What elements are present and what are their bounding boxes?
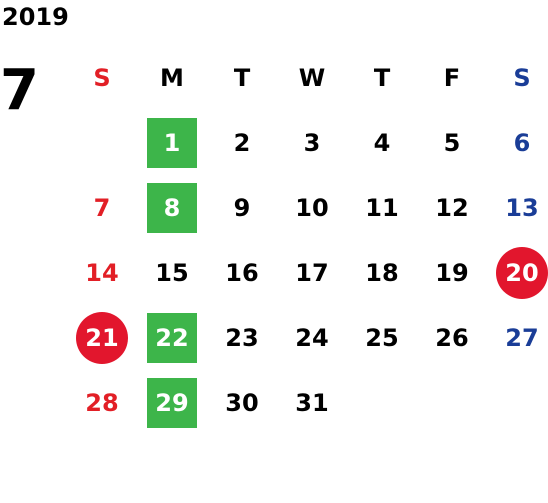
day-number: 30 bbox=[225, 388, 259, 417]
day-cell[interactable]: 13 bbox=[487, 175, 548, 240]
day-cell bbox=[347, 370, 417, 435]
weekday-header: M bbox=[160, 63, 184, 92]
day-cell[interactable]: 29 bbox=[137, 370, 207, 435]
day-number: 14 bbox=[85, 258, 119, 287]
day-cell[interactable]: 28 bbox=[67, 370, 137, 435]
day-number: 3 bbox=[303, 128, 321, 157]
day-cell[interactable]: 18 bbox=[347, 240, 417, 305]
day-number: 19 bbox=[435, 258, 469, 287]
highlighted-day: 29 bbox=[147, 377, 197, 428]
day-cell[interactable]: 31 bbox=[277, 370, 347, 435]
day-cell[interactable]: 1 bbox=[137, 110, 207, 175]
highlighted-day: 1 bbox=[147, 117, 197, 168]
day-cell[interactable]: 9 bbox=[207, 175, 277, 240]
day-number: 26 bbox=[435, 323, 469, 352]
calendar-year: 2019 bbox=[2, 3, 69, 31]
day-number: 9 bbox=[233, 193, 251, 222]
day-number: 28 bbox=[85, 388, 119, 417]
day-cell[interactable]: 7 bbox=[67, 175, 137, 240]
day-cell[interactable]: 12 bbox=[417, 175, 487, 240]
day-number: 25 bbox=[365, 323, 399, 352]
day-number: 31 bbox=[295, 388, 329, 417]
day-number: 12 bbox=[435, 193, 469, 222]
day-cell[interactable]: 3 bbox=[277, 110, 347, 175]
day-number: 18 bbox=[365, 258, 399, 287]
day-cell[interactable]: 20 bbox=[487, 240, 548, 305]
day-number: 2 bbox=[233, 128, 251, 157]
day-cell[interactable]: 19 bbox=[417, 240, 487, 305]
day-number bbox=[357, 378, 407, 428]
highlighted-day: 8 bbox=[147, 182, 197, 233]
day-number: 16 bbox=[225, 258, 259, 287]
day-cell[interactable]: 30 bbox=[207, 370, 277, 435]
day-cell bbox=[67, 110, 137, 175]
day-number: 5 bbox=[443, 128, 461, 157]
day-cell[interactable]: 21 bbox=[67, 305, 137, 370]
day-number: 7 bbox=[93, 193, 111, 222]
day-number: 11 bbox=[365, 193, 399, 222]
day-cell[interactable]: 23 bbox=[207, 305, 277, 370]
day-number: 17 bbox=[295, 258, 329, 287]
day-cell[interactable]: 26 bbox=[417, 305, 487, 370]
day-cell[interactable]: 14 bbox=[67, 240, 137, 305]
day-cell[interactable]: 6 bbox=[487, 110, 548, 175]
weekday-header: F bbox=[443, 63, 461, 92]
highlighted-day: 22 bbox=[147, 312, 197, 363]
day-cell[interactable]: 25 bbox=[347, 305, 417, 370]
day-number: 10 bbox=[295, 193, 329, 222]
day-cell[interactable]: 4 bbox=[347, 110, 417, 175]
holiday-day: 20 bbox=[496, 246, 548, 299]
weekday-header: T bbox=[233, 63, 251, 92]
day-cell[interactable]: 11 bbox=[347, 175, 417, 240]
day-cell[interactable]: 24 bbox=[277, 305, 347, 370]
day-number: 27 bbox=[505, 323, 539, 352]
day-number: 13 bbox=[505, 193, 539, 222]
day-cell bbox=[417, 370, 487, 435]
day-number: 15 bbox=[155, 258, 189, 287]
holiday-day: 21 bbox=[76, 311, 128, 364]
weekday-header: S bbox=[93, 63, 111, 92]
day-number bbox=[427, 378, 477, 428]
day-cell[interactable]: 8 bbox=[137, 175, 207, 240]
day-number: 23 bbox=[225, 323, 259, 352]
weekday-header: W bbox=[298, 63, 326, 92]
day-cell[interactable]: 2 bbox=[207, 110, 277, 175]
day-cell[interactable]: 17 bbox=[277, 240, 347, 305]
day-number bbox=[77, 118, 127, 168]
day-number bbox=[497, 378, 547, 428]
weekday-header: S bbox=[513, 63, 531, 92]
day-cell bbox=[487, 370, 548, 435]
day-number: 4 bbox=[373, 128, 391, 157]
day-cell[interactable]: 10 bbox=[277, 175, 347, 240]
day-number: 6 bbox=[513, 128, 531, 157]
day-number: 24 bbox=[295, 323, 329, 352]
day-cell[interactable]: 15 bbox=[137, 240, 207, 305]
weekday-header: T bbox=[373, 63, 391, 92]
day-cell[interactable]: 27 bbox=[487, 305, 548, 370]
day-cell[interactable]: 5 bbox=[417, 110, 487, 175]
day-cell[interactable]: 16 bbox=[207, 240, 277, 305]
calendar-month: 7 bbox=[0, 58, 39, 123]
day-cell[interactable]: 22 bbox=[137, 305, 207, 370]
